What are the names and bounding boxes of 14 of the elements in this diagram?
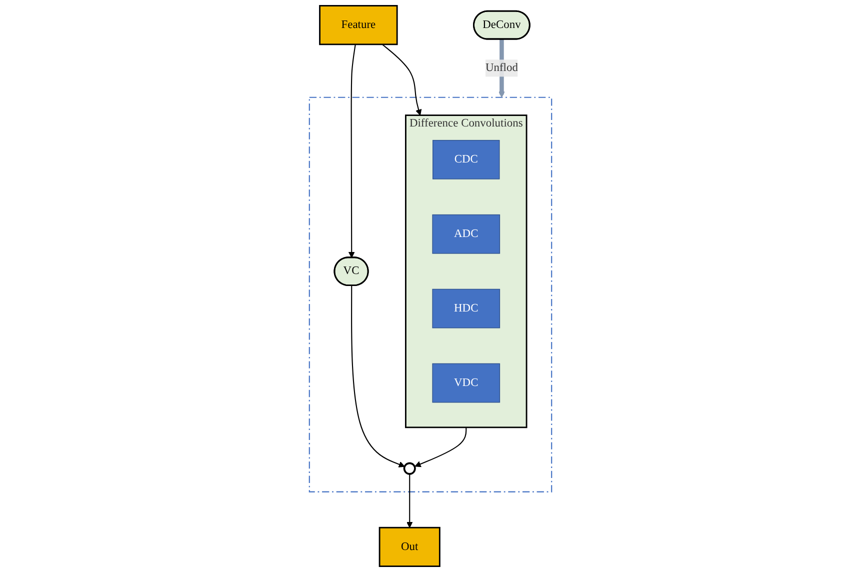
- node-circle: [403, 462, 416, 475]
- arrow: [351, 286, 405, 468]
- node-box: Out: [378, 526, 440, 567]
- arrow: [414, 427, 467, 468]
- node-box: CDC: [432, 140, 500, 180]
- arrow: [406, 474, 413, 528]
- arrow: [382, 44, 422, 116]
- node-box: VDC: [432, 363, 500, 403]
- edge-label: Unflod: [485, 62, 518, 74]
- cluster: [308, 96, 552, 492]
- node-box: HDC: [432, 288, 500, 328]
- arrow: [348, 44, 356, 258]
- node-box: Feature: [319, 5, 398, 46]
- node-box: ADC: [432, 214, 500, 254]
